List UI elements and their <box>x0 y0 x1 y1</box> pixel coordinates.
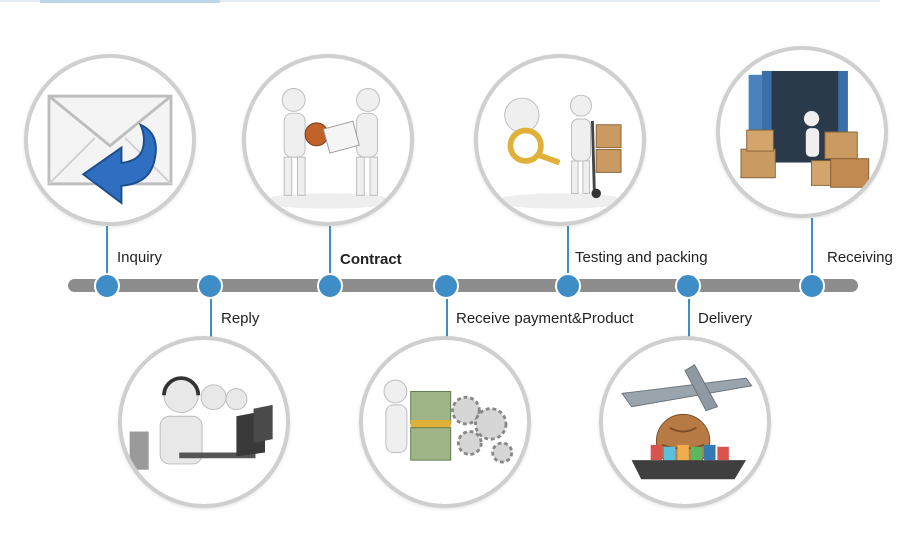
receiving-node[interactable] <box>799 273 825 299</box>
top-accent-bar <box>40 0 220 3</box>
delivery-node[interactable] <box>675 273 701 299</box>
reply-connector <box>210 296 212 338</box>
delivery-connector <box>688 296 690 338</box>
delivery-illustration <box>599 336 771 508</box>
receiving-illustration <box>716 46 888 218</box>
inquiry-label: Inquiry <box>117 249 163 266</box>
testing-illustration <box>474 54 646 226</box>
receive-connector <box>446 296 448 338</box>
receive-label: Receive payment&Product <box>456 310 634 327</box>
receiving-label: Receiving <box>827 249 893 266</box>
reply-node[interactable] <box>197 273 223 299</box>
plane-ship-globe-icon <box>621 364 753 480</box>
inspection-boxes-icon <box>493 94 627 209</box>
reply-illustration <box>118 336 290 508</box>
testing-connector <box>567 226 569 278</box>
call-center-icon <box>129 376 273 470</box>
receive-illustration <box>359 336 531 508</box>
receiving-connector <box>811 218 813 278</box>
testing-node[interactable] <box>555 273 581 299</box>
inquiry-node[interactable] <box>94 273 120 299</box>
contract-label: Contract <box>340 251 402 268</box>
container-boxes-icon <box>740 70 870 188</box>
handshake-contract-icon <box>261 88 395 209</box>
receive-node[interactable] <box>433 273 459 299</box>
money-gears-icon <box>383 379 514 464</box>
inquiry-connector <box>106 226 108 278</box>
contract-illustration <box>242 54 414 226</box>
envelope-reply-icon <box>47 94 173 205</box>
reply-label: Reply <box>221 310 260 327</box>
top-divider <box>0 0 880 2</box>
contract-connector <box>329 226 331 278</box>
delivery-label: Delivery <box>698 310 753 327</box>
testing-label: Testing and packing <box>575 249 708 266</box>
contract-node[interactable] <box>317 273 343 299</box>
timeline-bar <box>68 279 858 292</box>
inquiry-illustration <box>24 54 196 226</box>
